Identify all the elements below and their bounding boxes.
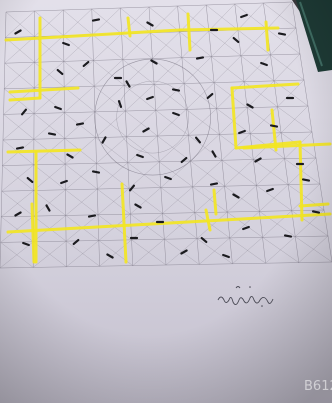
yellow-marker-line	[10, 98, 40, 100]
ink-stroke-mark	[17, 147, 23, 148]
ink-stroke-mark	[49, 133, 55, 134]
ink-stroke-mark	[93, 19, 99, 20]
ink-stroke-mark	[89, 215, 95, 216]
ink-stroke-mark	[303, 179, 309, 180]
ink-stroke-mark	[173, 89, 179, 90]
yellow-marker-line	[128, 18, 130, 36]
ink-stroke-mark	[211, 183, 217, 184]
ink-stroke-mark	[271, 125, 277, 126]
ink-stroke-mark	[285, 235, 291, 236]
yellow-marker-line	[32, 204, 34, 262]
yellow-marker-line	[214, 190, 216, 214]
ink-stroke-mark	[279, 33, 285, 34]
ink-stroke-mark	[197, 57, 203, 58]
yellow-marker-line	[8, 150, 80, 152]
yellow-marker-line	[180, 28, 278, 30]
ink-stroke-mark	[77, 123, 83, 124]
ink-stroke-mark	[93, 171, 99, 172]
ink-stroke-mark	[313, 211, 319, 212]
yellow-marker-line	[188, 14, 190, 50]
yellow-marker-line	[300, 142, 302, 220]
watermark-text: B612	[304, 379, 332, 394]
yellow-marker-line	[300, 204, 328, 206]
yellow-marker-line	[266, 22, 268, 50]
